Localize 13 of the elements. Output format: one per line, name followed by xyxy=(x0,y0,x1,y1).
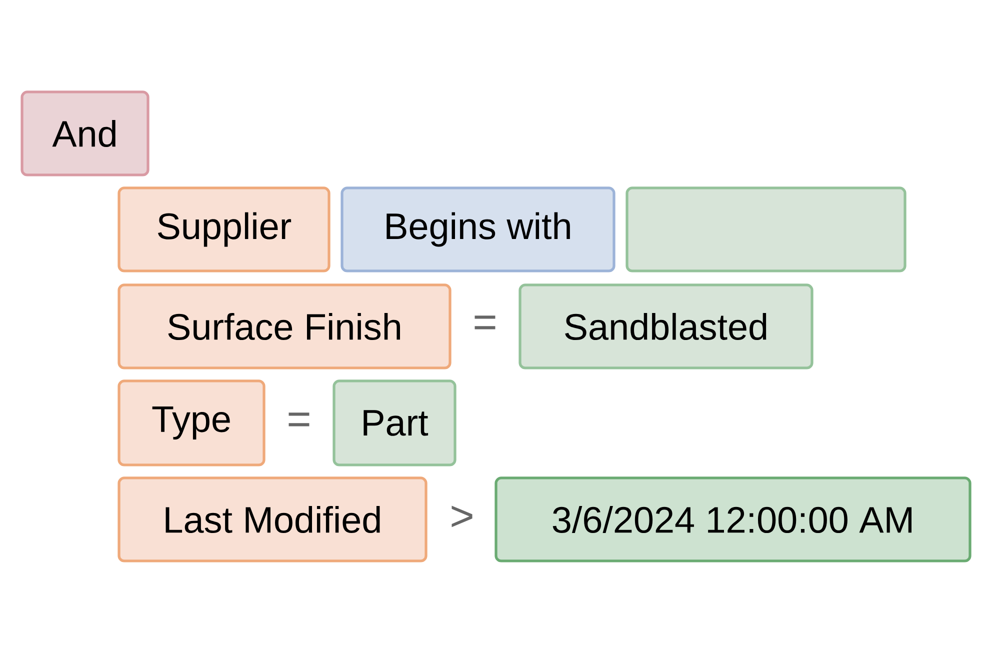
comparison-operator: > xyxy=(452,506,472,528)
condition-box: Supplier xyxy=(118,186,330,272)
condition-box: Type xyxy=(118,380,266,466)
condition-box: Last Modified xyxy=(118,476,428,562)
condition-box: Surface Finish xyxy=(118,284,452,370)
condition-box: Sandblasted xyxy=(518,284,814,370)
condition-box: Begins with xyxy=(340,186,616,272)
condition-box: Part xyxy=(332,380,456,466)
condition-box: 3/6/2024 12:00:00 AM xyxy=(494,476,972,562)
comparison-operator: = xyxy=(474,316,496,330)
value-box xyxy=(626,186,906,272)
comparison-operator: = xyxy=(288,412,310,426)
operator-box: And xyxy=(20,90,150,176)
